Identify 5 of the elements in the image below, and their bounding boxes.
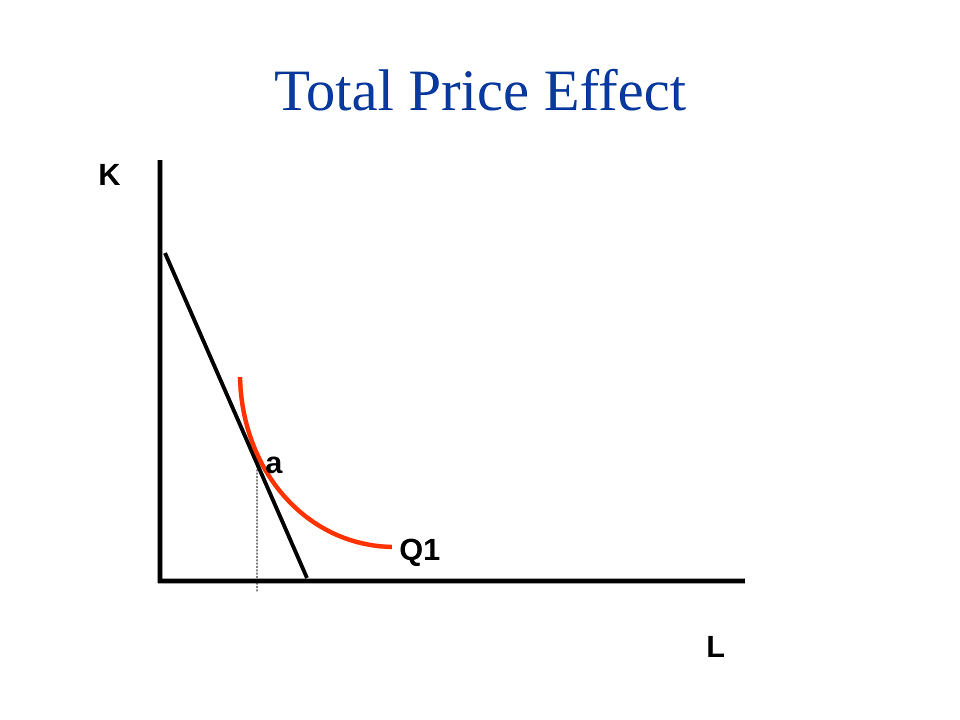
curve-label: Q1 — [400, 538, 440, 566]
axis-label: K — [100, 164, 120, 185]
axis-label: L — [708, 636, 724, 657]
point-label: a — [266, 456, 283, 474]
title: Total Price Effect — [275, 68, 686, 111]
